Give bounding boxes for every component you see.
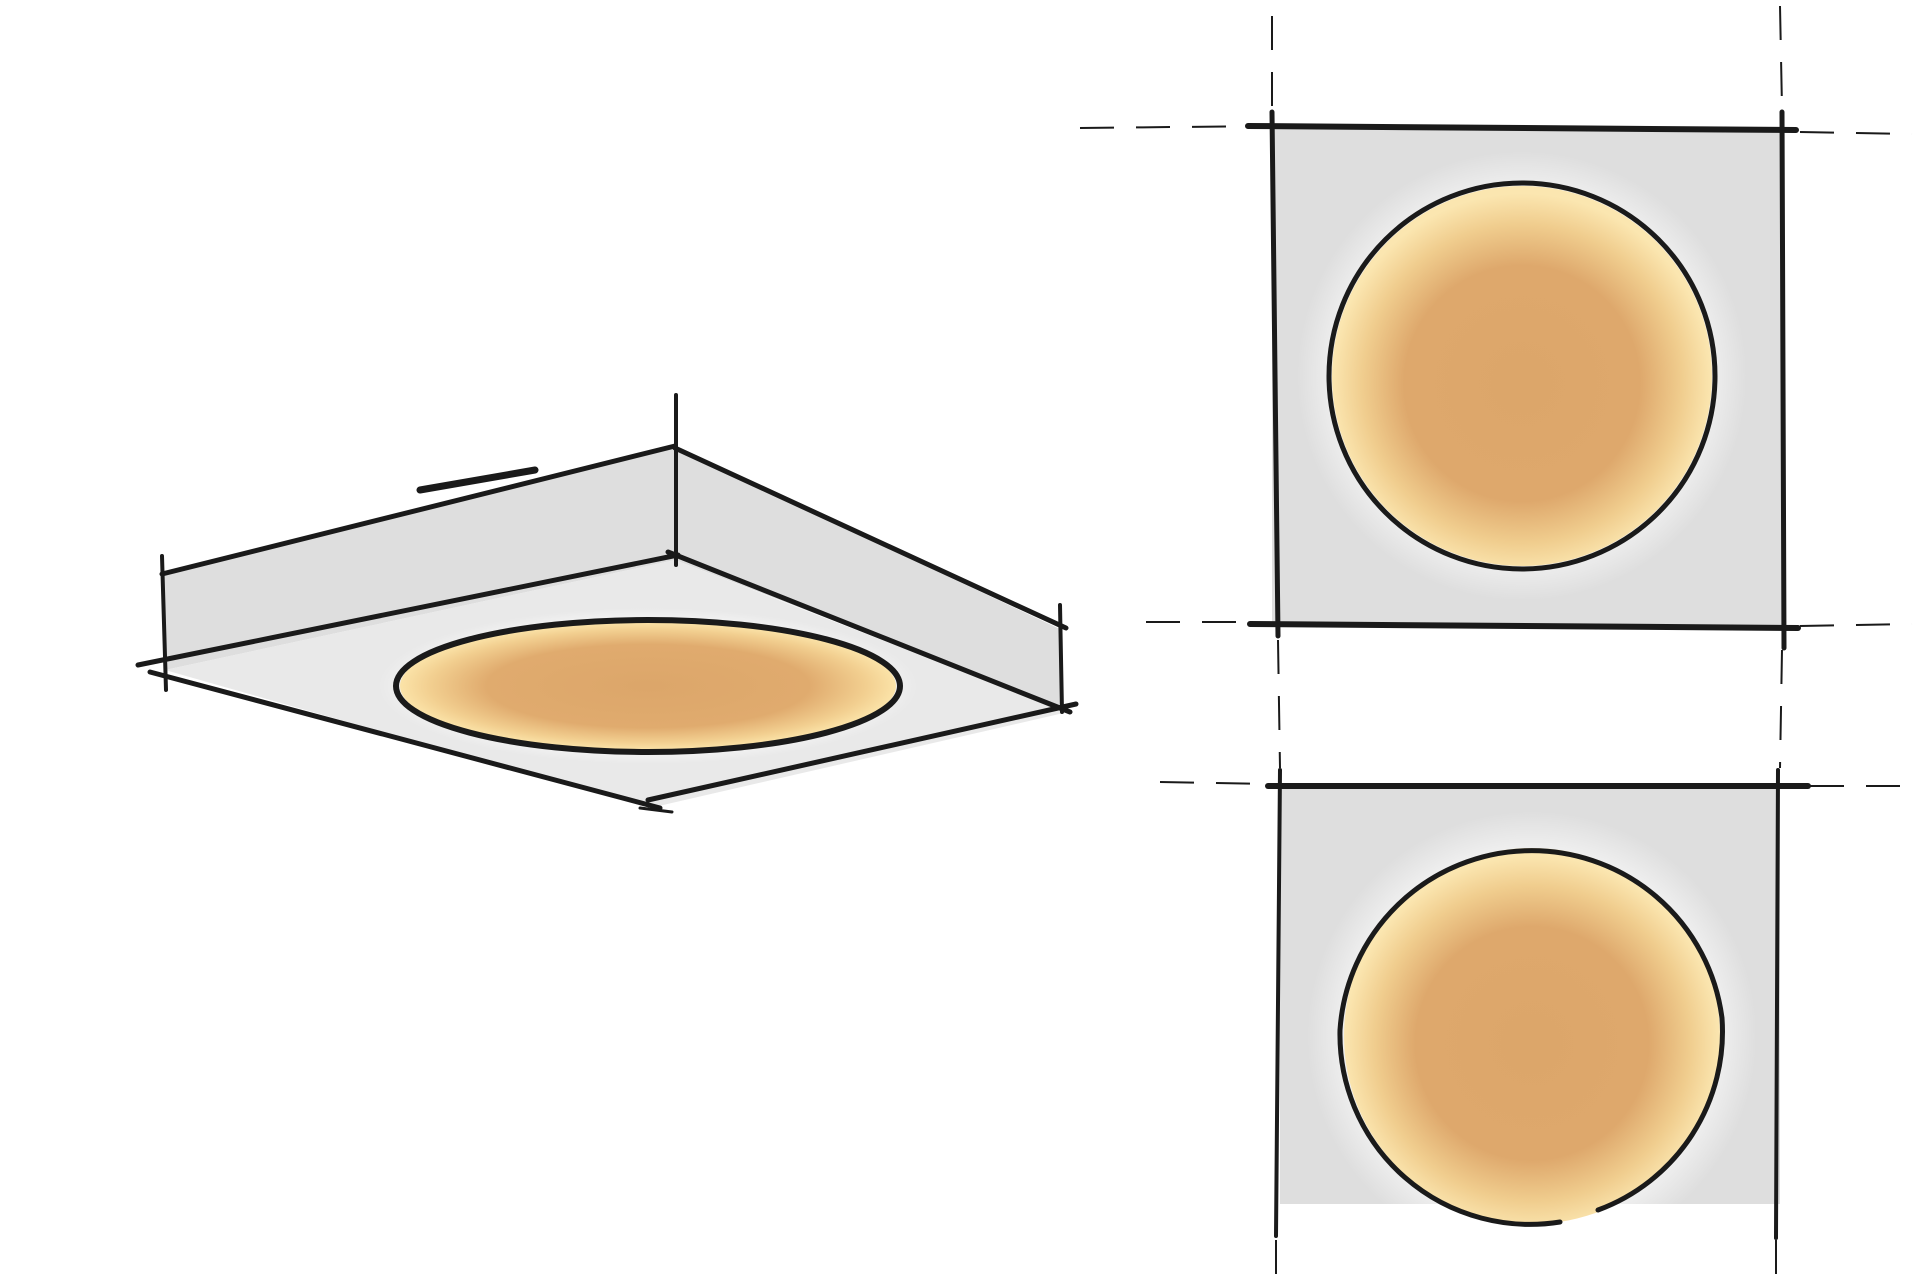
construction-lines [1079,5,1913,1280]
perspective-light-disc [400,622,896,750]
panel-side-left [162,448,675,670]
perspective-view [135,393,1079,814]
perspective-light-rim [393,617,903,755]
top-view-light-rim [1326,180,1718,572]
perspective-edges [135,393,1079,814]
top-view [1245,109,1801,651]
front-view-light-disc [1344,848,1720,1224]
front-view-edges [1265,768,1811,1240]
top-view-light-disc [1332,186,1712,566]
panel-side-right [675,448,1062,708]
top-view-edges [1245,109,1801,651]
front-view-light-rim [1337,848,1725,1227]
front-view [1265,768,1811,1261]
